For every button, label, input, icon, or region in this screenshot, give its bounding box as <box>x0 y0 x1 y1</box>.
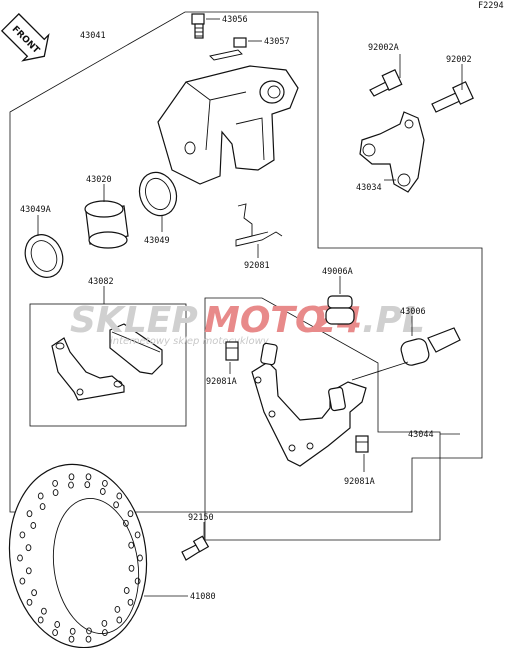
disc-hole <box>25 544 32 552</box>
disc-hole <box>37 616 44 624</box>
disc-hole <box>123 519 129 527</box>
disc-hole <box>102 629 108 637</box>
disc-hole <box>134 531 141 539</box>
disc-hole <box>116 616 123 624</box>
disc-hole <box>116 492 123 500</box>
label-43049: 43049 <box>144 236 170 246</box>
disc-hole <box>85 473 92 481</box>
bolt-92002A-part <box>369 68 403 97</box>
label-43082: 43082 <box>88 277 114 287</box>
disc-hole <box>85 635 92 643</box>
disc-hole <box>19 577 26 585</box>
label-92081A-left: 92081A <box>206 377 237 387</box>
disc-hole <box>123 587 130 594</box>
disc-hole <box>25 567 32 575</box>
disc-hole <box>99 488 106 495</box>
disc-hole <box>137 554 143 562</box>
clip-right-part <box>355 435 369 453</box>
brake-pads-part <box>51 323 163 401</box>
bleeder-screw-part <box>191 13 205 39</box>
disc-hole <box>52 489 59 497</box>
disc-hole <box>114 605 121 613</box>
disc-hole <box>84 481 91 489</box>
watermark-part2: MOTO <box>204 300 326 341</box>
dust-seal-part <box>24 234 64 278</box>
front-arrow-icon: FRONT <box>0 12 50 62</box>
watermark-part1: SKLEP <box>70 300 198 341</box>
disc-hole <box>128 541 135 549</box>
bracket-assembly-outline <box>204 297 441 541</box>
part-labels: 43056 43041 43057 92002A 92002 43034 430… <box>20 15 472 602</box>
disc-bolt-part <box>181 535 210 561</box>
disc-hole <box>26 598 33 606</box>
disc-hole <box>52 479 58 487</box>
caliper-bracket-part <box>359 111 425 193</box>
label-41080: 41080 <box>190 592 216 602</box>
disc-hole <box>102 479 108 487</box>
piston-seal-part <box>138 171 178 217</box>
boot-49006A-part <box>325 295 355 325</box>
disc-hole <box>68 473 75 481</box>
label-92002A: 92002A <box>368 43 399 53</box>
brake-disc-part <box>8 463 148 648</box>
watermark-tagline: internetowy sklep motocyklowy <box>110 336 270 347</box>
disc-hole <box>52 629 58 637</box>
figure-code: F2294 <box>478 1 504 11</box>
boot-43006-part <box>400 327 461 366</box>
label-43034: 43034 <box>356 183 382 193</box>
label-92081: 92081 <box>244 261 270 271</box>
cap-part <box>209 37 247 61</box>
disc-hole <box>69 627 76 635</box>
bolt-92002-part <box>431 81 474 113</box>
disc-hole <box>37 492 44 500</box>
watermark: SKLEP MOTO 24 .PL internetowy sklep moto… <box>70 300 425 347</box>
label-92002: 92002 <box>446 55 472 65</box>
leader-lines <box>37 18 463 597</box>
caliper-body-part <box>157 65 299 185</box>
pad-spring-part <box>235 203 283 247</box>
disc-hole <box>127 598 134 606</box>
disc-hole <box>39 503 46 511</box>
disc-hole <box>54 621 61 628</box>
disc-hole <box>30 522 37 529</box>
disc-hole <box>31 589 37 597</box>
caliper-assembly-outline <box>9 11 483 513</box>
disc-hole <box>113 501 119 509</box>
label-43020: 43020 <box>86 175 112 185</box>
disc-hole <box>134 577 141 585</box>
label-43041: 43041 <box>80 31 106 41</box>
clip-left-part <box>225 341 239 361</box>
label-43044: 43044 <box>408 430 434 440</box>
label-92150: 92150 <box>188 513 214 523</box>
watermark-part4: .PL <box>362 300 425 341</box>
disc-hole <box>68 635 75 643</box>
label-92081A-right: 92081A <box>344 477 375 487</box>
disc-hole <box>127 510 134 518</box>
pad-set-box <box>29 303 187 427</box>
disc-hole <box>86 627 92 635</box>
disc-hole <box>17 554 23 562</box>
label-49006A: 49006A <box>322 267 353 277</box>
disc-hole <box>41 607 47 615</box>
label-43056: 43056 <box>222 15 248 25</box>
label-43006: 43006 <box>400 307 426 317</box>
caliper-holder-bracket-part <box>251 342 409 467</box>
label-43049A: 43049A <box>20 205 51 215</box>
label-43057: 43057 <box>264 37 290 47</box>
piston-part <box>84 200 129 249</box>
disc-hole <box>26 510 33 518</box>
disc-hole <box>68 481 74 489</box>
disc-hole <box>128 564 135 572</box>
disc-hole <box>19 531 26 539</box>
disc-hole <box>101 619 108 627</box>
